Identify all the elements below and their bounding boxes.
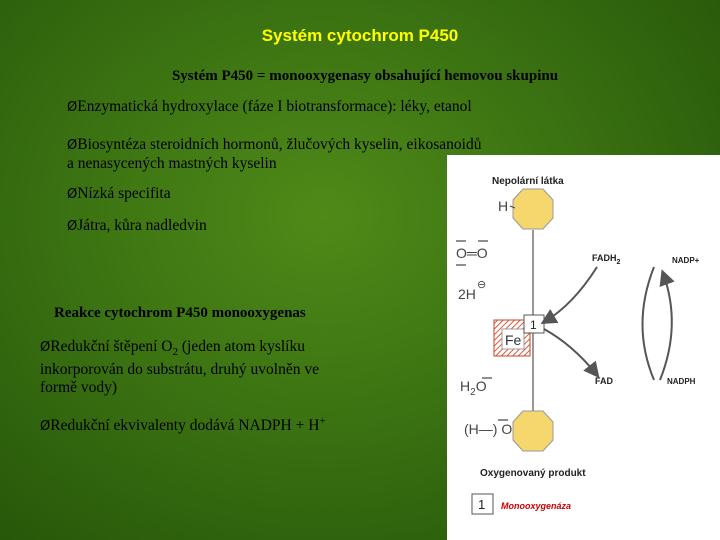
fad-label: FAD xyxy=(595,376,614,386)
product-octagon xyxy=(512,410,554,452)
bullet-arrow-icon: Ø xyxy=(67,219,78,234)
bullet-hydroxylation: ØEnzymatická hydroxylace (fáze I biotran… xyxy=(67,98,472,115)
bullet-organs: ØJátra, kůra nadledvin xyxy=(67,217,207,234)
fad-return-arrow xyxy=(543,328,600,379)
enzyme-number: 1 xyxy=(530,318,537,332)
substrate-label: Nepolární látka xyxy=(492,176,564,187)
nadph-label: NADPH xyxy=(667,377,696,386)
bullet-arrow-icon: Ø xyxy=(67,187,78,202)
legend-label: Monooxygenáza xyxy=(501,501,571,511)
nadp-plus-label: NADP+ xyxy=(672,256,700,265)
substrate-octagon xyxy=(512,188,554,230)
bullet-arrow-icon: Ø xyxy=(40,340,51,355)
substrate-bond-line xyxy=(509,205,516,209)
fadh2-arrow xyxy=(540,266,598,325)
two-h-label: 2H xyxy=(458,286,476,302)
p450-reaction-diagram: Nepolární látka H O═O 2H ⊖ Fe 1 FADH2 NA… xyxy=(447,155,720,540)
slide-title: Systém cytochrom P450 xyxy=(261,26,459,45)
oxygen-label: O═O xyxy=(456,245,488,261)
bullet-specificity: ØNízká specifita xyxy=(67,185,171,202)
substrate-h-label: H xyxy=(498,198,508,214)
nadp-return-arrow xyxy=(641,266,655,381)
bullet-arrow-icon: Ø xyxy=(40,419,51,435)
fadh2-label: FADH2 xyxy=(592,253,621,266)
minus-icon: ⊖ xyxy=(477,279,486,291)
slide-subtitle: Systém P450 = monooxygenasy obsahující h… xyxy=(171,68,559,84)
bullet-arrow-icon: Ø xyxy=(67,138,78,153)
legend-number-box xyxy=(471,493,494,515)
hydroxyl-label: (H—) O xyxy=(464,421,512,437)
bullet-biosynthesis: ØBiosyntéza steroidních hormonů, žlučový… xyxy=(67,136,482,172)
legend-number: 1 xyxy=(478,497,485,512)
bullet-nadph: ØRedukční ekvivalenty dodává NADPH + H+ xyxy=(40,415,326,435)
section-heading: Reakce cytochrom P450 monooxygenas xyxy=(54,305,306,321)
nadph-arrow xyxy=(659,269,675,381)
fe-box xyxy=(501,328,525,350)
fe-label: Fe xyxy=(505,332,522,348)
bullet-arrow-icon: Ø xyxy=(67,100,78,115)
water-label: H2O xyxy=(460,378,487,398)
product-label: Oxygenovaný produkt xyxy=(480,468,586,479)
bullet-o2-cleavage: ØRedukční štěpení O2 (jeden atom kyslíku… xyxy=(40,338,319,397)
